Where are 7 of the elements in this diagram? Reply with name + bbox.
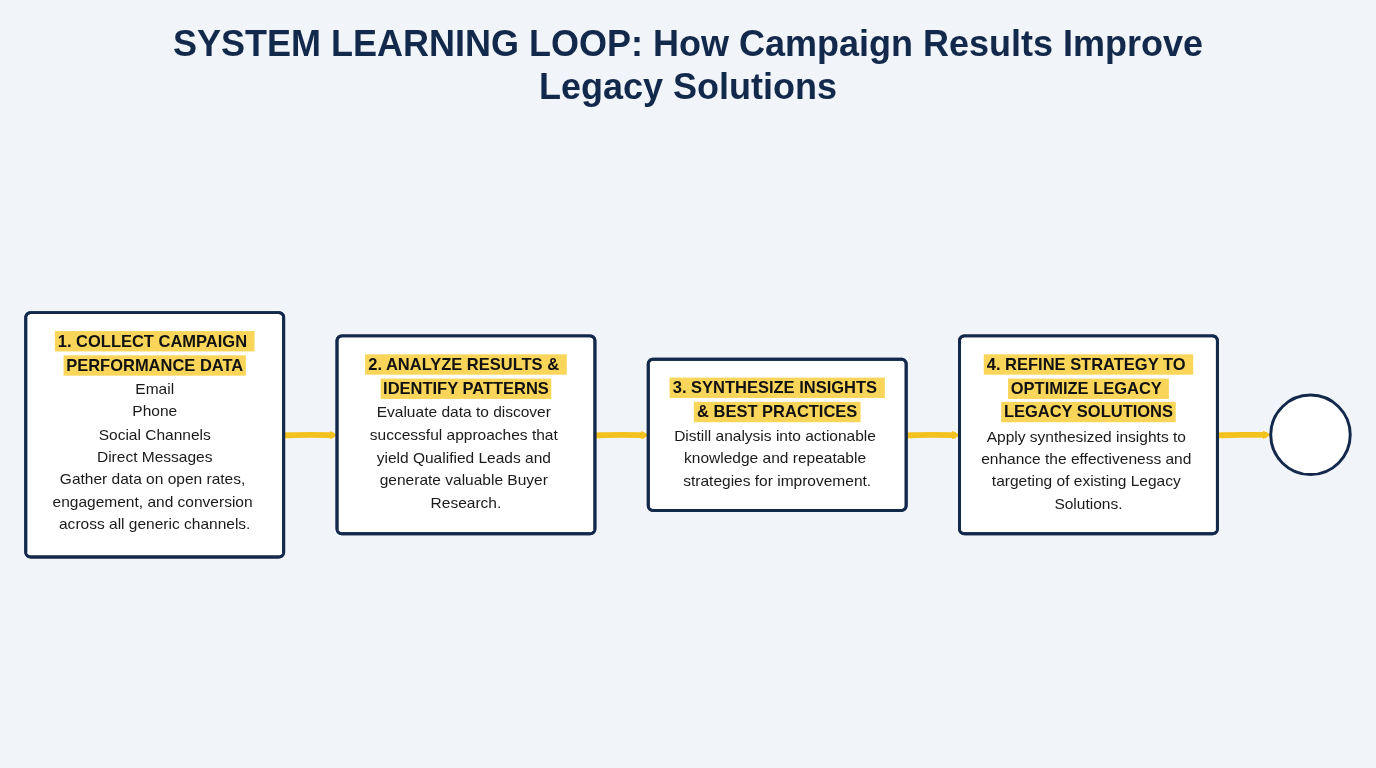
arrow	[284, 431, 338, 440]
process-box: 3. SYNTHESIZE INSIGHTS & BEST PRACTICES Distill analysis into actionable knowledge and repeatable strategies for improvement.	[646, 358, 908, 513]
process-box: 4. REFINE STRATEGY TO OPTIMIZE LEGACY LEGACY SOLUTIONS Apply synthesized insights to enhance the effectiveness and targeting of existing Legacy Solutions.	[958, 334, 1219, 536]
process-box: 2. ANALYZE RESULTS & IDENTIFY PATTERNS Evaluate data to discover successful approaches that yield Qualified Leads and generate valuable Buyer Research.	[335, 334, 597, 536]
loop-circle	[1269, 393, 1352, 477]
title: SYSTEM LEARNING LOOP: How Campaign Results Improve Legacy Solutions	[171, 22, 1205, 109]
process-box: 1. COLLECT CAMPAIGN PERFORMANCE DATA Email Phone Social Channels Direct Messages Gather data on open rates, engagement, and conversion across all generic channels.	[24, 311, 286, 559]
